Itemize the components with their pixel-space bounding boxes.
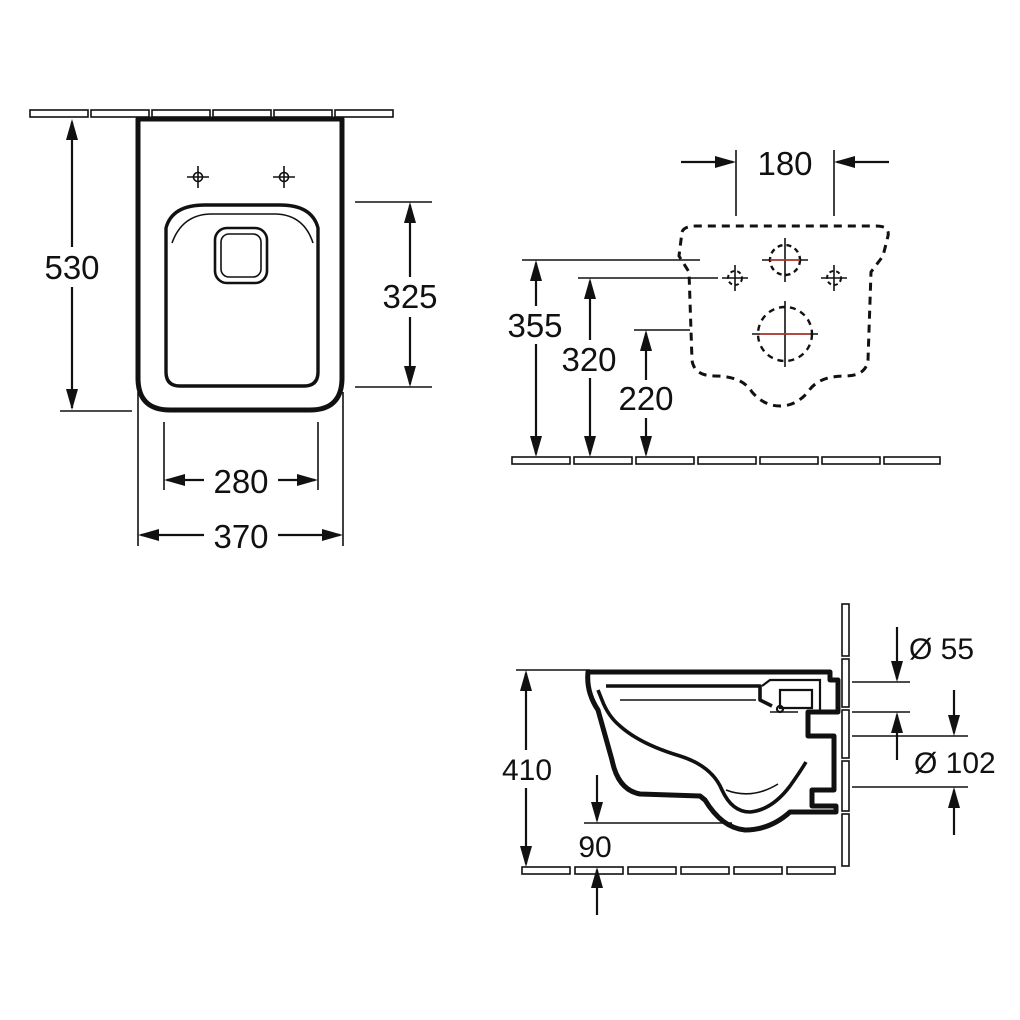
toilet-profile <box>585 669 841 833</box>
dim-220: 220 <box>618 380 673 417</box>
top-view: 530 325 280 370 <box>29 109 446 555</box>
side-view: 410 90 Ø 55 Ø 102 <box>494 603 996 915</box>
outlet-hole-rear <box>752 301 818 367</box>
floor-tiles-rear <box>511 456 941 465</box>
bowl-outline <box>135 116 345 413</box>
dim-outlet-diameter: Ø 102 <box>914 747 996 780</box>
bolt-hole-center <box>762 238 808 282</box>
floor-tiles-side <box>521 866 836 875</box>
bolt-hole-right <box>821 265 847 291</box>
dim-180: 180 <box>757 145 812 182</box>
rear-view: 180 355 320 220 <box>498 145 941 465</box>
rear-outline-dashed <box>677 224 890 408</box>
mounting-hole-right <box>273 166 295 188</box>
wall-tiles-side <box>841 603 850 867</box>
dim-inlet-diameter: Ø 55 <box>909 633 974 666</box>
dim-90: 90 <box>578 831 611 864</box>
dim-370: 370 <box>213 518 268 555</box>
mounting-hole-left <box>187 166 209 188</box>
bolt-hole-left <box>722 265 748 291</box>
dim-320: 320 <box>561 341 616 378</box>
dim-280: 280 <box>213 463 268 500</box>
dim-355: 355 <box>507 307 562 344</box>
dim-530: 530 <box>44 249 99 286</box>
flush-plate <box>213 226 269 285</box>
dim-325: 325 <box>382 278 437 315</box>
seat-outline <box>164 203 320 388</box>
wall-tiles-top <box>29 109 394 118</box>
dim-410: 410 <box>502 754 552 787</box>
